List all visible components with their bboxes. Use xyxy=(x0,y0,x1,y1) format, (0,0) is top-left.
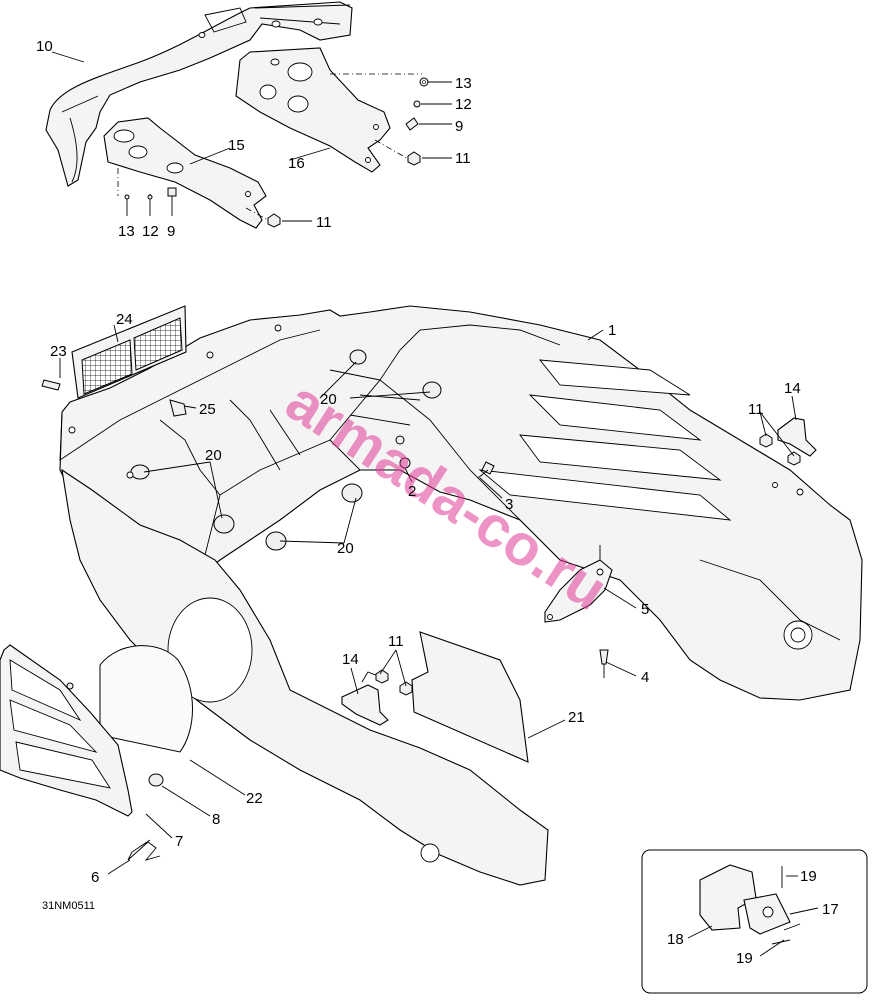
callout-13-mid: 13 xyxy=(118,223,135,240)
callout-17: 17 xyxy=(822,901,839,918)
plug-part-20 xyxy=(130,349,442,551)
rivet-part-4 xyxy=(599,649,609,678)
callout-3: 3 xyxy=(505,496,513,513)
callout-11-body: 11 xyxy=(388,633,404,650)
callout-11-mid: 11 xyxy=(316,214,332,231)
callout-2: 2 xyxy=(408,483,416,500)
nut-11-mid xyxy=(267,213,281,228)
bracket-part-14-mid xyxy=(341,671,389,726)
callout-14-right: 14 xyxy=(784,380,801,397)
callout-12-top: 12 xyxy=(455,96,472,113)
callout-8: 8 xyxy=(212,811,220,828)
hardware-13-12-9 xyxy=(124,187,177,216)
clip-part-6 xyxy=(127,839,161,861)
bracket-part-16 xyxy=(235,47,391,173)
foam-part-21 xyxy=(411,631,529,763)
callout-20-top: 20 xyxy=(320,391,337,408)
callout-9-top: 9 xyxy=(455,118,463,135)
callout-10: 10 xyxy=(36,38,53,55)
bracket-part-15 xyxy=(103,117,267,229)
callout-18: 18 xyxy=(667,931,684,948)
callout-20-left: 20 xyxy=(205,447,222,464)
callout-labels: 10 15 16 13 12 9 11 13 12 9 11 1 24 23 2… xyxy=(36,38,839,967)
bracket-part-5 xyxy=(544,559,613,623)
clip-part-25 xyxy=(169,399,187,417)
side-panel xyxy=(61,468,549,886)
callout-24: 24 xyxy=(116,311,133,328)
callout-11-right: 11 xyxy=(748,401,764,418)
callout-16: 16 xyxy=(288,155,305,172)
nut-11-top xyxy=(407,151,421,166)
figure-code: 31NM0511 xyxy=(42,900,95,912)
callout-6: 6 xyxy=(91,869,99,886)
callout-5: 5 xyxy=(641,601,649,618)
cover-part-22 xyxy=(99,645,193,753)
callout-14-mid: 14 xyxy=(342,651,359,668)
nuts-11-right xyxy=(759,433,801,466)
callout-4: 4 xyxy=(641,669,649,686)
callout-25: 25 xyxy=(199,401,216,418)
grille-part-24 xyxy=(71,305,187,399)
callout-7: 7 xyxy=(175,833,183,850)
callout-20-bottom: 20 xyxy=(337,540,354,557)
callout-12-mid: 12 xyxy=(142,223,159,240)
callout-19-top: 19 xyxy=(800,868,817,885)
clip-part-23 xyxy=(41,379,61,391)
detail-inset xyxy=(641,849,868,994)
callout-19-bottom: 19 xyxy=(736,950,753,967)
nuts-11-mid xyxy=(375,669,413,696)
callout-9-mid: 9 xyxy=(167,223,175,240)
callout-1: 1 xyxy=(608,322,616,339)
louvre-panel-part-7 xyxy=(0,644,133,817)
washer-12-top xyxy=(413,100,421,108)
leader-lines xyxy=(51,51,819,957)
callout-23: 23 xyxy=(50,343,67,360)
callout-21: 21 xyxy=(568,709,585,726)
callout-11-top: 11 xyxy=(455,150,471,167)
callout-15: 15 xyxy=(228,137,245,154)
washer-13-top xyxy=(419,77,429,87)
callout-22: 22 xyxy=(246,790,263,807)
callout-13-top: 13 xyxy=(455,75,472,92)
bumper-part xyxy=(45,1,353,187)
bolt-9-top xyxy=(405,117,419,131)
rivet-part-3 xyxy=(477,461,495,479)
grommet-part-8 xyxy=(148,773,164,787)
body-pan-part xyxy=(59,305,863,701)
bracket-part-14-right xyxy=(777,417,817,457)
